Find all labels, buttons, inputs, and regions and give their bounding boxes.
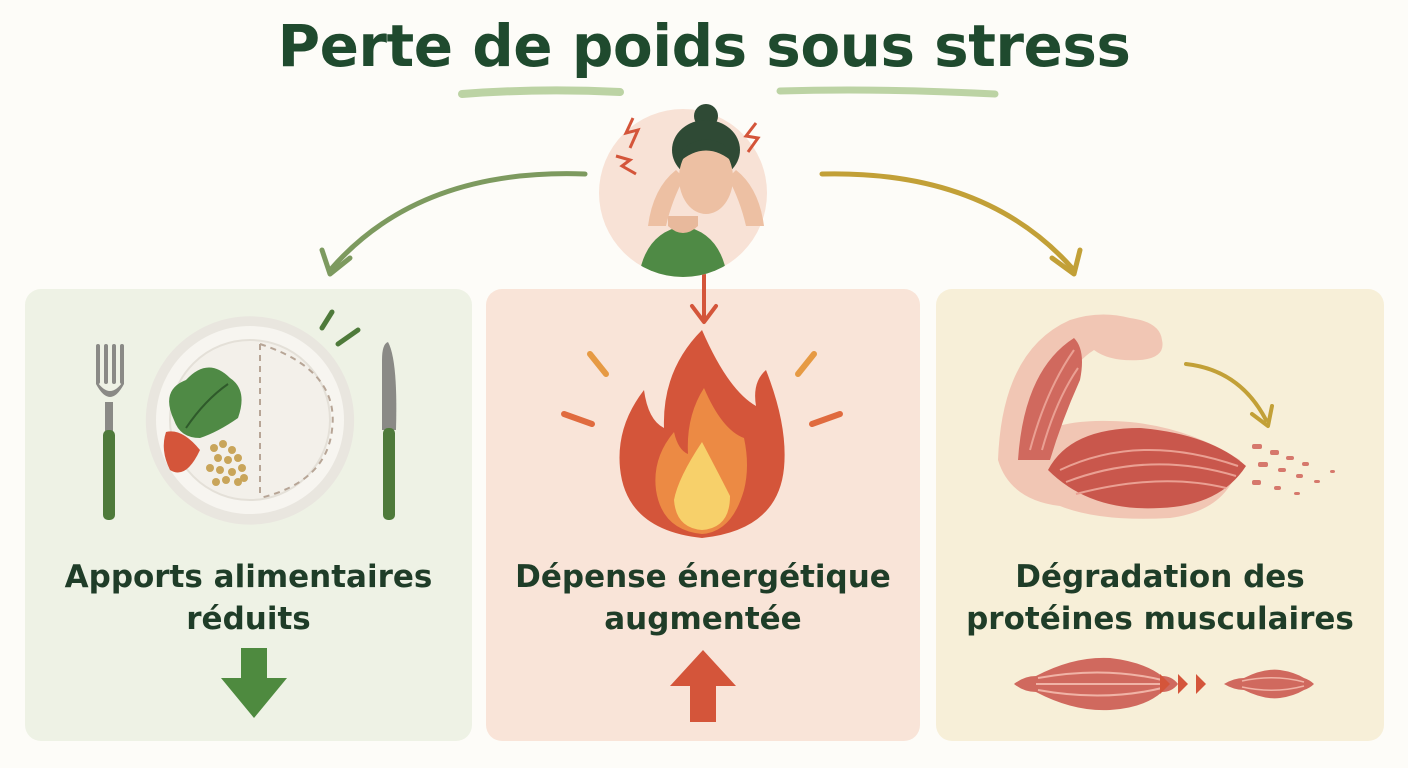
fork-icon [96,344,124,520]
arrow-to-intake [319,171,588,277]
caption-line-2: protéines musculaires [966,601,1354,637]
flame-icon [561,330,843,538]
down-arrow-icon [221,648,287,718]
arrow-to-muscle [819,171,1083,277]
caption-line-2: augmentée [604,601,802,637]
flexed-arm-muscle-icon [998,314,1335,519]
caption-line-1: Dégradation des [1015,559,1305,595]
caption-increased-expenditure: Dépense énergétique augmentée [486,556,920,640]
caption-line-1: Apports alimentaires [64,559,433,595]
title-underline [458,86,999,98]
arrow-to-expenditure [690,273,718,324]
caption-reduced-intake: Apports alimentaires réduits [25,556,472,640]
shrinking-muscle-icon [1014,657,1314,711]
caption-line-1: Dépense énergétique [515,559,891,595]
knife-icon [382,342,397,520]
stressed-person-icon [599,104,767,277]
flow-arrows [319,171,1083,324]
caption-line-2: réduits [186,601,311,637]
caption-muscle-breakdown: Dégradation des protéines musculaires [936,556,1384,640]
page-title: Perte de poids sous stress [277,12,1131,80]
up-arrow-icon [670,650,736,722]
plate-with-cutlery-icon [96,309,397,525]
